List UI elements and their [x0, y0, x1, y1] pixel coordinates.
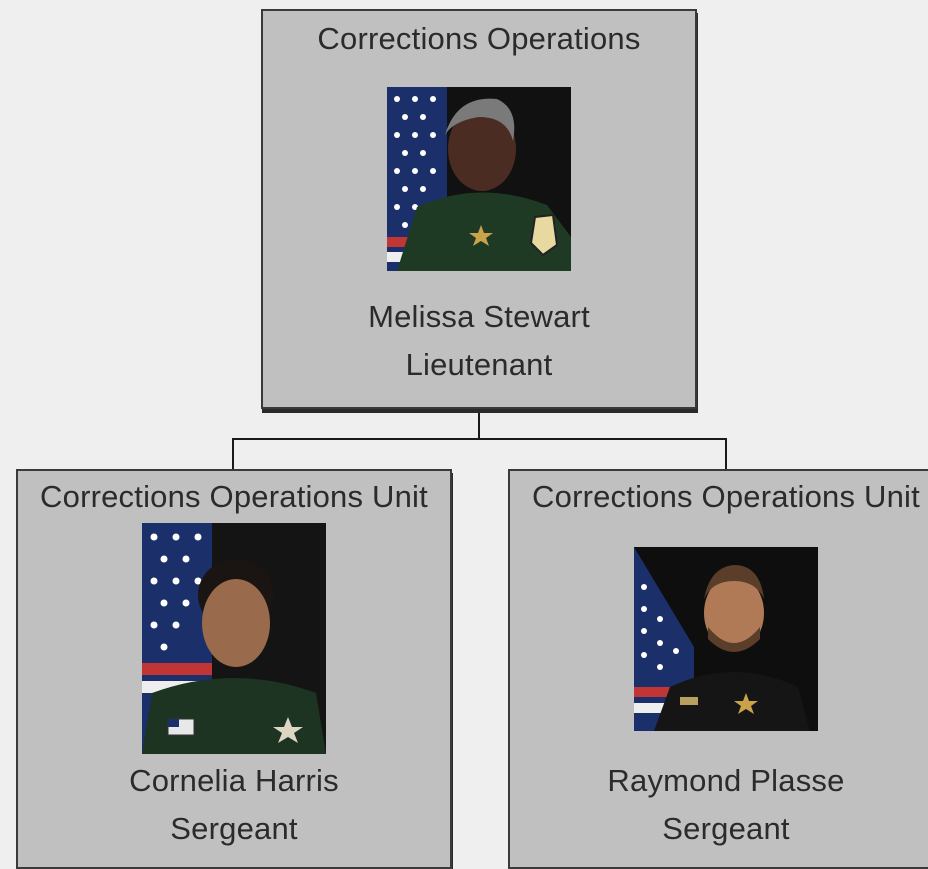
portrait-photo	[142, 523, 326, 754]
connector-left-drop	[232, 438, 234, 469]
unit-label: Corrections Operations	[317, 21, 641, 56]
person-title: Sergeant	[170, 811, 298, 846]
org-box-left: Corrections Operations Unit	[16, 469, 452, 869]
person-name: Cornelia Harris	[129, 763, 339, 798]
unit-label: Corrections Operations Unit	[40, 479, 428, 514]
connector-horizontal	[232, 438, 727, 440]
portrait-photo	[634, 547, 818, 731]
connector-right-drop	[725, 438, 727, 469]
unit-label: Corrections Operations Unit	[532, 479, 920, 514]
portrait-photo	[387, 87, 571, 271]
org-box-right: Corrections Operations Unit Raymond Plas…	[508, 469, 928, 869]
person-name: Raymond Plasse	[607, 763, 845, 798]
connector-vertical-top	[478, 412, 480, 439]
person-title: Lieutenant	[405, 347, 553, 382]
org-box-top: Corrections Operations	[261, 9, 697, 409]
person-name: Melissa Stewart	[368, 299, 590, 334]
person-title: Sergeant	[662, 811, 790, 846]
